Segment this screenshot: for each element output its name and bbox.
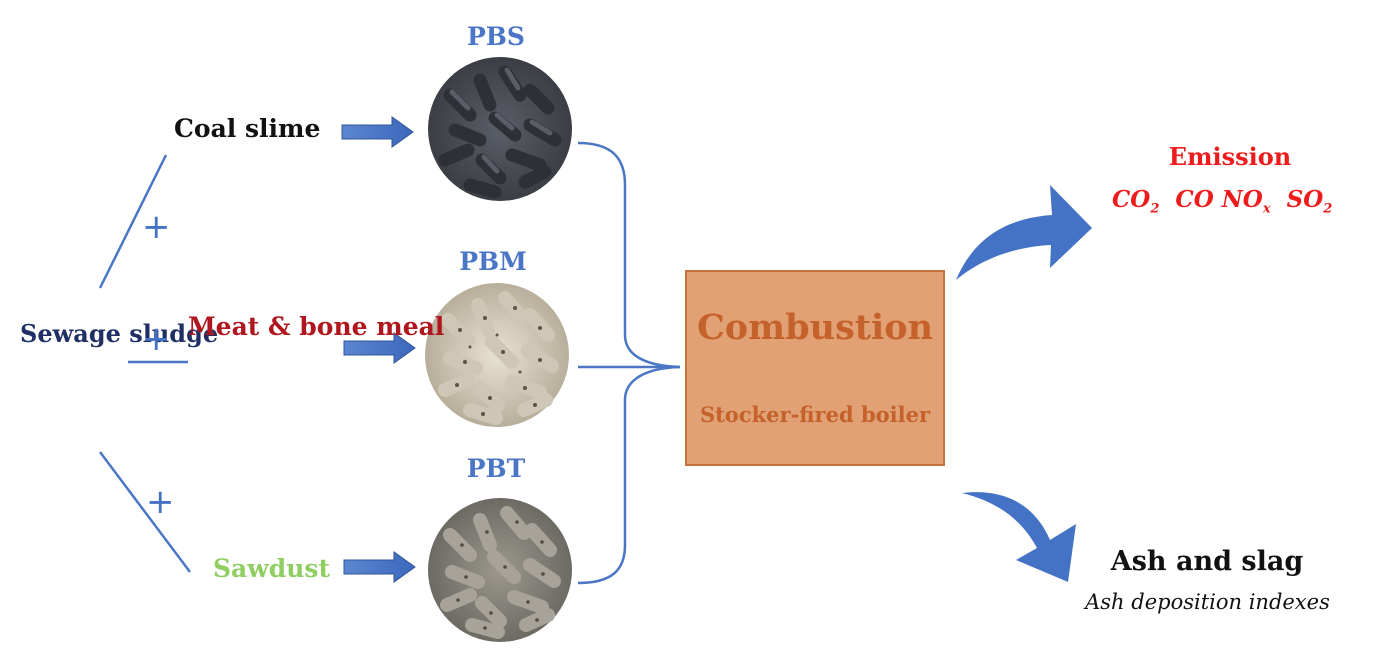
ash-arrow bbox=[962, 492, 1076, 582]
combustion-box: Combustion Stocker-fired boiler bbox=[685, 270, 945, 466]
arrow-to-pbm bbox=[343, 332, 416, 364]
pbs-pellet-image bbox=[428, 57, 572, 201]
emission-gases: CO2 CO NOx SO2 bbox=[1112, 186, 1332, 217]
pbs-label: PBS bbox=[467, 22, 525, 51]
emission-arrow bbox=[956, 185, 1092, 280]
sewage-sludge-label: Sewage sludge bbox=[20, 319, 219, 348]
arrow-to-pbt bbox=[343, 551, 416, 583]
plus-sign-sawdust: + bbox=[146, 482, 175, 522]
pbm-pellet-image bbox=[425, 283, 569, 427]
branch-line-sawdust bbox=[99, 451, 191, 573]
gas-so2: SO2 bbox=[1286, 186, 1333, 217]
combustion-title: Combustion bbox=[696, 307, 934, 348]
plus-sign-coal: + bbox=[142, 207, 171, 247]
brace-connector bbox=[577, 141, 681, 585]
arrow-to-pbs bbox=[341, 116, 414, 148]
gas-nox: NOx bbox=[1221, 186, 1271, 217]
boiler-label: Stocker-fired boiler bbox=[699, 402, 931, 427]
emission-title: Emission bbox=[1168, 142, 1292, 171]
meat-bone-meal-label: Meat & bone meal bbox=[188, 312, 445, 341]
gas-co2: CO2 bbox=[1112, 186, 1160, 217]
gas-co: CO bbox=[1175, 186, 1214, 213]
pbm-label: PBM bbox=[459, 247, 527, 276]
plus-sign-meat: + bbox=[142, 319, 171, 359]
coal-slime-label: Coal slime bbox=[174, 114, 321, 143]
branch-line-coal bbox=[98, 154, 168, 289]
ash-slag-title: Ash and slag bbox=[1110, 546, 1304, 577]
pbt-label: PBT bbox=[466, 454, 526, 483]
ash-deposition-label: Ash deposition indexes bbox=[1085, 590, 1330, 614]
pbt-pellet-image bbox=[428, 498, 572, 642]
sawdust-label: Sawdust bbox=[213, 554, 331, 583]
